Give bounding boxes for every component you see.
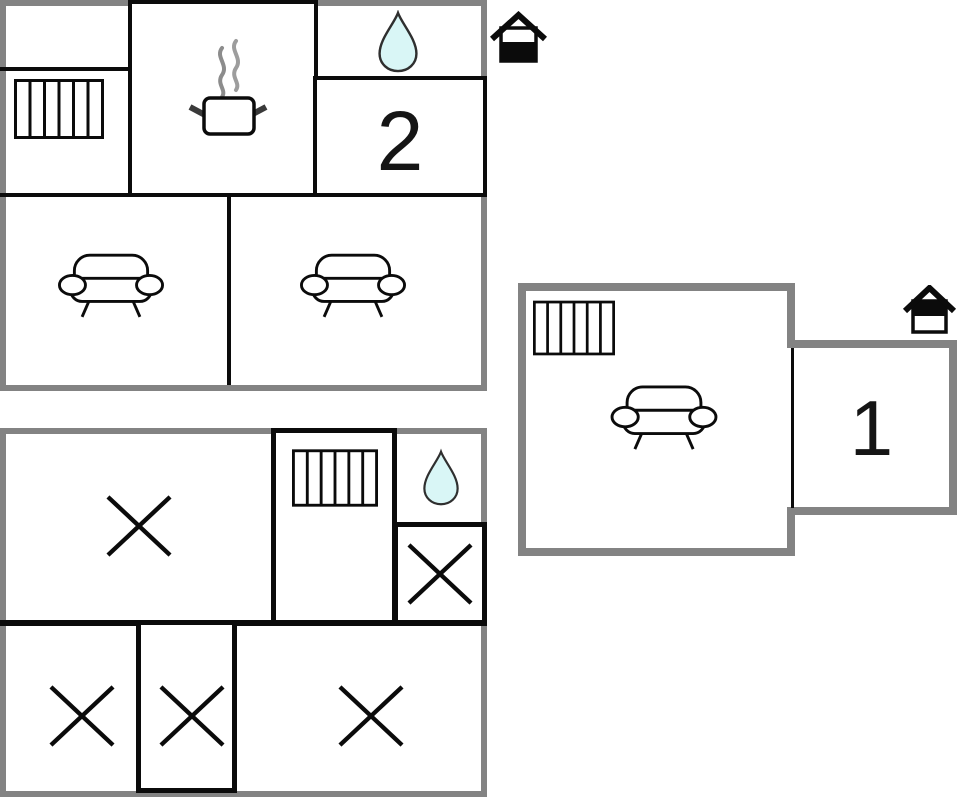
bed-x-icon bbox=[48, 684, 116, 748]
wall-segment bbox=[0, 791, 487, 797]
floorplan-basement bbox=[0, 428, 487, 797]
radiator-icon bbox=[533, 298, 615, 358]
bed-x-icon bbox=[105, 494, 173, 558]
room-2 bbox=[313, 76, 487, 197]
radiator-icon bbox=[292, 448, 378, 508]
wall-segment bbox=[0, 428, 487, 434]
radiator-icon bbox=[14, 79, 104, 139]
wall-segment bbox=[518, 283, 795, 291]
house-upper-half-filled-icon bbox=[903, 285, 956, 335]
floorplan-main bbox=[518, 283, 795, 556]
wall-segment bbox=[0, 193, 487, 197]
wall-segment bbox=[227, 193, 231, 385]
bed-x-icon bbox=[158, 684, 226, 748]
wall-segment bbox=[518, 548, 795, 556]
wall-segment bbox=[787, 507, 957, 515]
room-1: 1 bbox=[787, 340, 957, 515]
sofa-icon bbox=[300, 253, 406, 321]
wall-segment bbox=[791, 348, 794, 508]
house-lower-half-filled-icon bbox=[490, 11, 547, 63]
floor-number-label: 1 bbox=[849, 383, 894, 472]
bed-x-icon bbox=[406, 542, 474, 606]
wall-segment bbox=[0, 620, 487, 626]
floor-number-label: 2 bbox=[376, 93, 424, 188]
sofa-icon bbox=[610, 385, 718, 453]
sofa-icon bbox=[58, 253, 164, 321]
water-drop-icon bbox=[374, 10, 422, 74]
room-middle-bed bbox=[136, 620, 237, 793]
wall-segment bbox=[518, 283, 526, 556]
stove-pot-icon bbox=[180, 38, 276, 138]
wall-segment bbox=[0, 385, 487, 391]
wall-segment bbox=[0, 67, 131, 71]
wall-segment bbox=[787, 340, 957, 348]
bed-x-icon bbox=[337, 684, 405, 748]
wall-segment bbox=[0, 428, 6, 797]
floorplan-upper: 2 bbox=[0, 0, 487, 391]
wall-segment bbox=[949, 340, 957, 515]
water-drop-icon bbox=[420, 446, 462, 510]
